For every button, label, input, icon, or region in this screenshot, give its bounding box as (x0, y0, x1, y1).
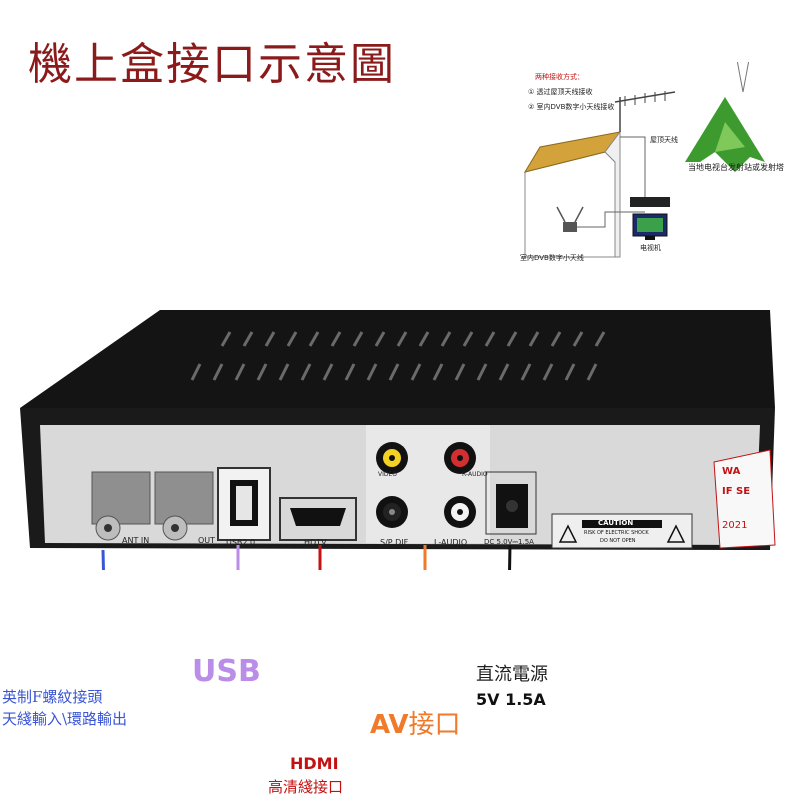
method-1-label: 透过屋顶天线接收 (536, 88, 593, 96)
sticker-text-3: 2021 (722, 520, 748, 531)
caution-text-2: DO NOT OPEN (600, 538, 636, 544)
roof-antenna-icon (614, 91, 676, 132)
dc-power-jack[interactable] (485, 471, 537, 535)
caution-title: CAUTION (598, 519, 634, 527)
set-top-box-icon (630, 197, 670, 207)
caution-text-1: RISK OF ELECTRIC SHOCK (584, 530, 649, 536)
antenna-io-label: 天綫輸入\環路輸出 (2, 710, 128, 728)
reception-diagram (523, 62, 765, 258)
hdmi-label: HDMI (290, 754, 339, 773)
tv-icon (632, 213, 668, 240)
method-1: ① 透过屋顶天线接收 (528, 88, 593, 96)
av-label-suffix: 接口 (408, 710, 461, 740)
box-top (20, 310, 775, 408)
set-top-box-photo (20, 310, 776, 570)
sticker-text-1: WA (722, 466, 741, 477)
r-audio-panel-label: R-AUDIO (462, 471, 488, 478)
ant-in-label: ANT IN (122, 536, 150, 545)
l-audio-panel-label: L-AUDIO (434, 538, 468, 547)
warranty-sticker (713, 449, 776, 549)
indoor-antenna-icon (556, 206, 584, 232)
video-panel-label: VIDEO (378, 471, 398, 478)
dc-power-label: 直流電源 (476, 664, 548, 685)
loop-out-label: OUT (198, 536, 216, 545)
sticker-text-2: IF SE (722, 486, 751, 497)
vent-slots (190, 331, 606, 381)
hdmi-description: 高清綫接口 (268, 778, 344, 796)
method-2-label: 室内DVB数字小天线接收 (536, 103, 615, 111)
av-label-prefix: AV (370, 710, 409, 740)
hdmi-port[interactable] (279, 497, 357, 541)
indoor-antenna-label: 室内DVB数字小天线 (520, 254, 584, 262)
reception-heading: 两种接收方式： (535, 73, 584, 81)
dc-panel-label: DC 5.0V⎓1.5A (484, 538, 534, 546)
ant-in-connector[interactable] (91, 471, 151, 541)
page-title: 機上盒接口示意圖 (28, 39, 396, 90)
spdif-panel-label: S/P DIF (380, 538, 409, 547)
transmission-tower-icon (685, 62, 765, 172)
loop-out-connector[interactable] (154, 471, 214, 541)
av-label: AV接口 (370, 704, 461, 741)
f-connector-callout-line (101, 549, 105, 570)
hdtv-panel-label: HDTV (304, 538, 327, 547)
av-jacks[interactable] (366, 425, 490, 543)
method-2: ② 室内DVB数字小天线接收 (528, 103, 615, 111)
roof-antenna-label: 屋顶天线 (650, 136, 678, 144)
dc-callout-line (508, 544, 512, 570)
tower-caption: 当地电视台发射站或发射塔 (688, 163, 784, 172)
usb-port[interactable] (217, 467, 271, 541)
usb-panel-label: USB2.0 (226, 538, 256, 547)
caution-label (551, 513, 693, 549)
tv-label: 电视机 (640, 244, 661, 252)
dc-spec-label: 5V 1.5A (476, 690, 546, 709)
f-connector-label: 英制F螺紋接頭 (2, 688, 103, 706)
usb-label: USB (192, 654, 261, 689)
